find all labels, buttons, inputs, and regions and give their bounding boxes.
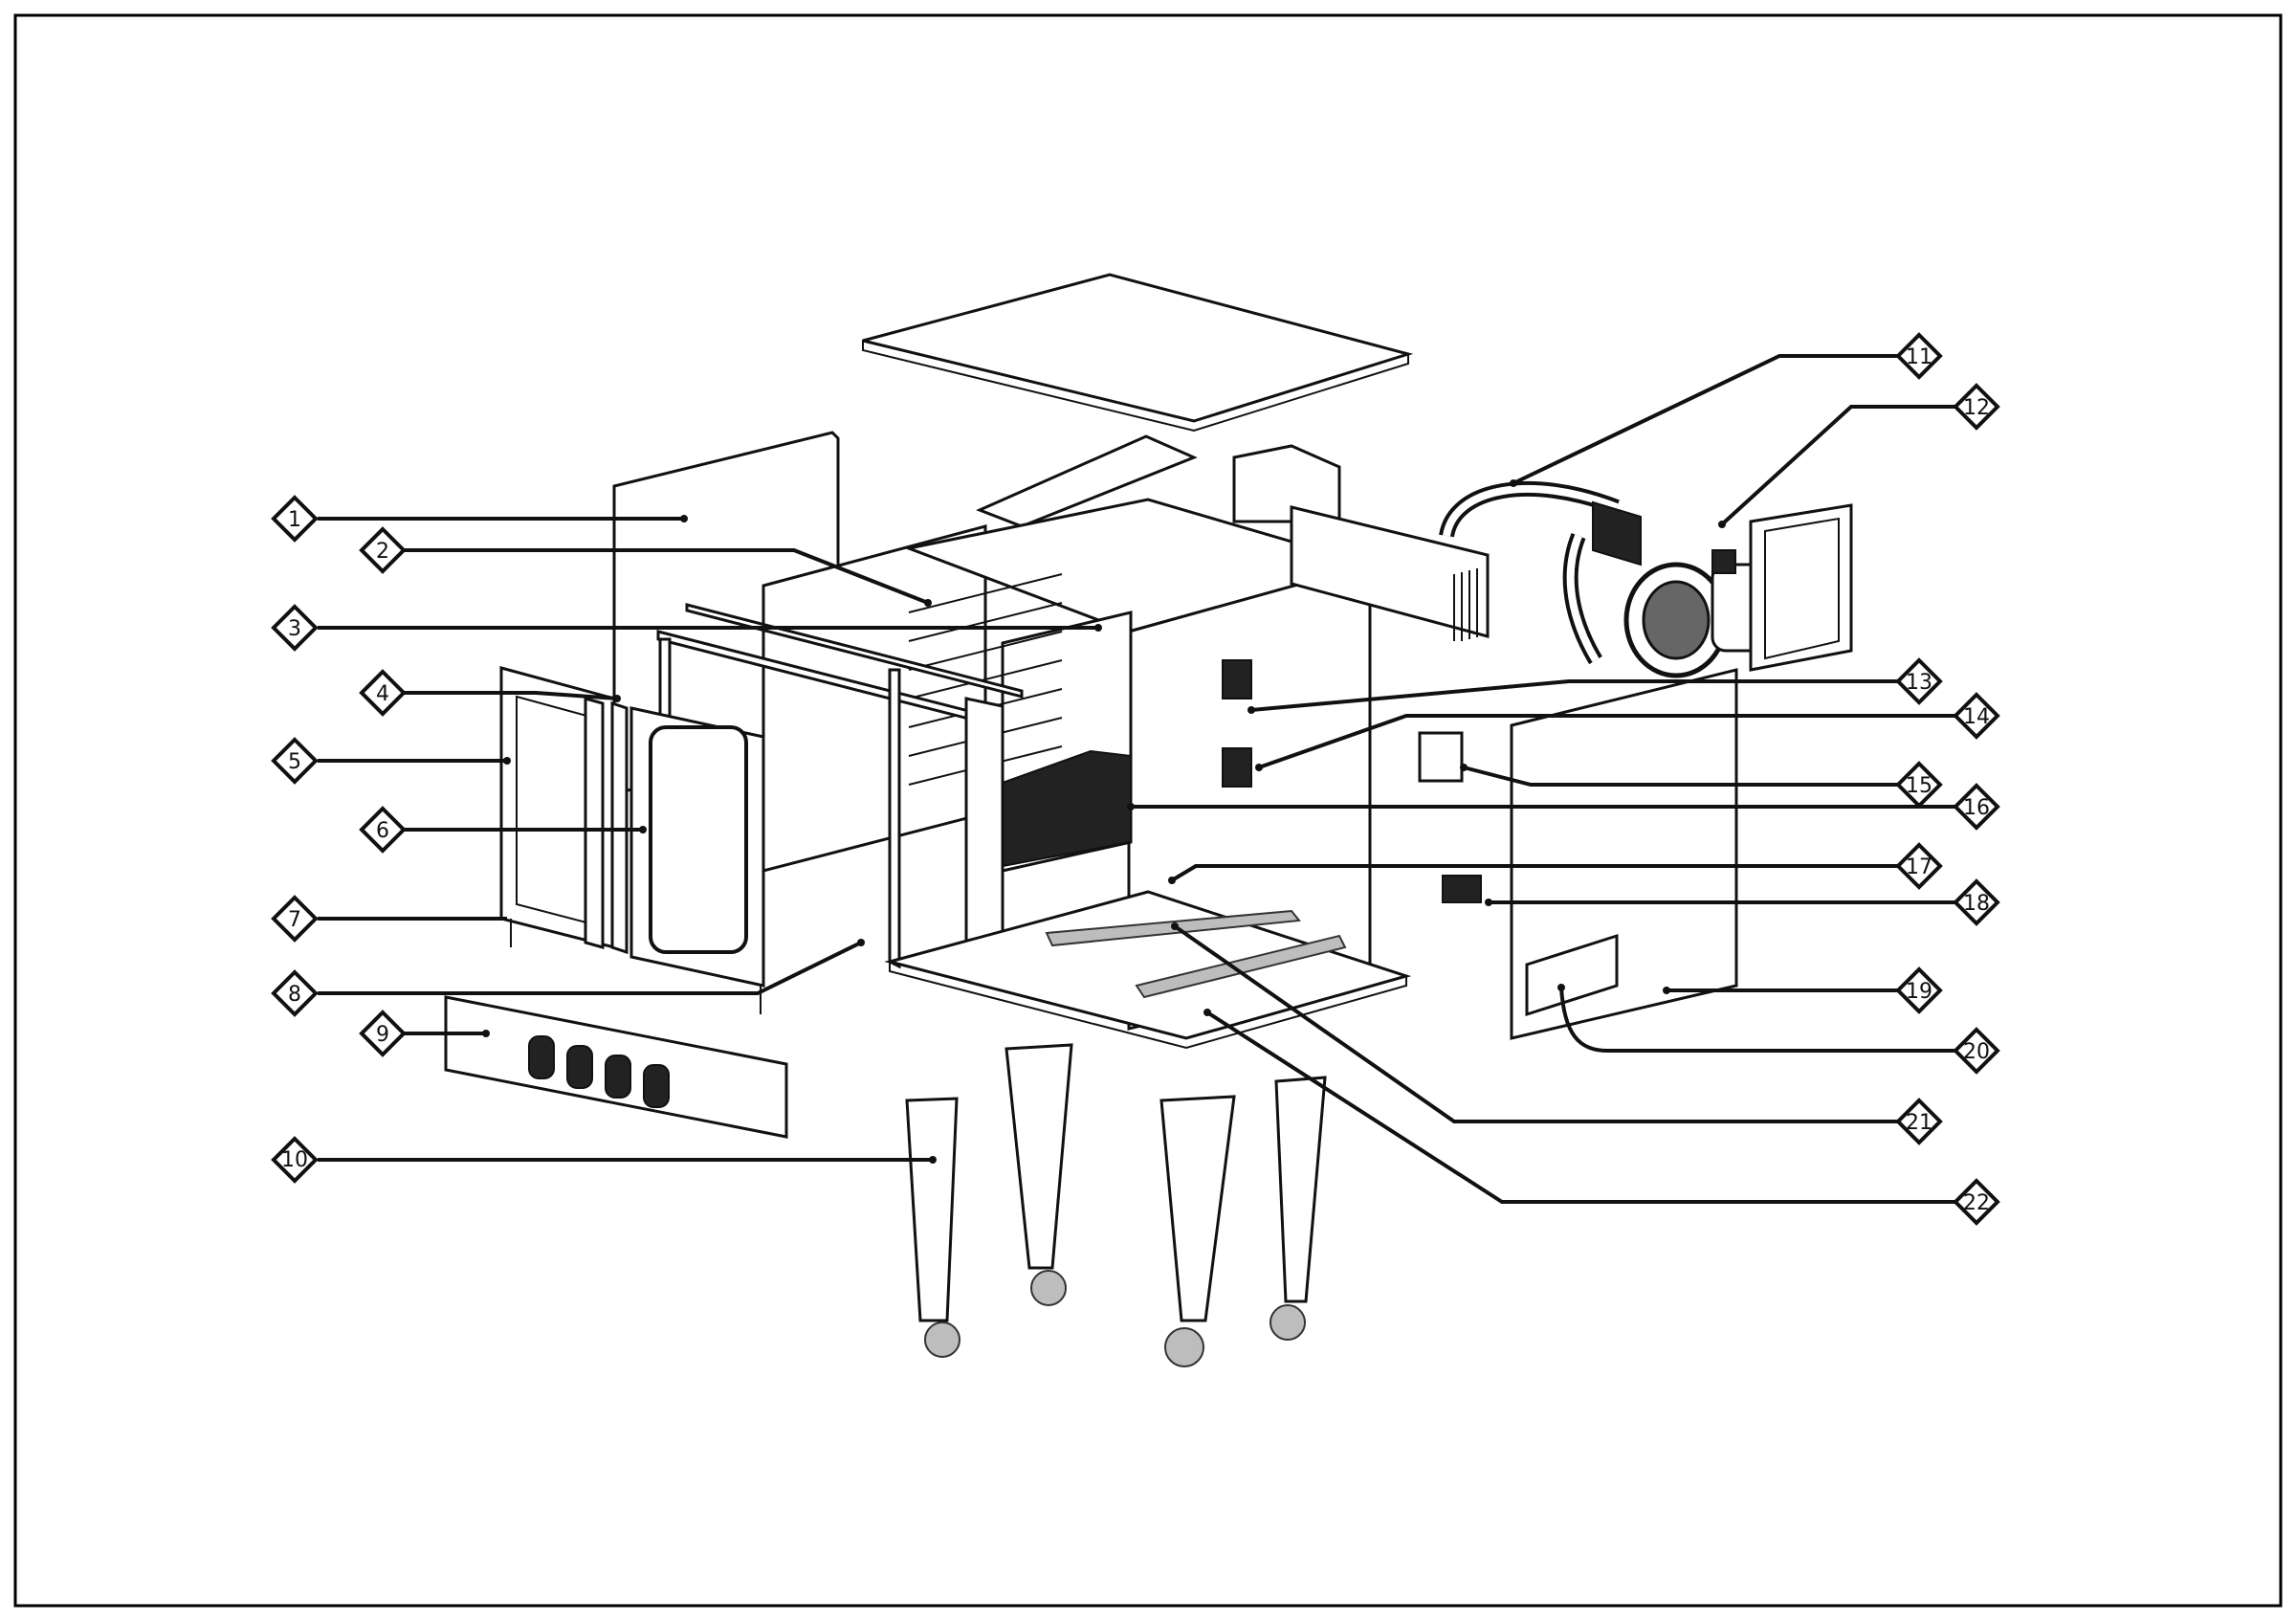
callouts: 1 2 3 4 5 6 — [271, 332, 2000, 1226]
callout-11: 11 — [1510, 332, 1943, 487]
svg-text:2: 2 — [376, 540, 389, 564]
top-strip — [976, 434, 1198, 528]
top-panel — [862, 273, 1414, 423]
callout-13: 13 — [1247, 657, 1943, 714]
access-cover — [1525, 933, 1619, 1017]
svg-text:13: 13 — [1906, 671, 1932, 695]
cabinet-back-frame — [762, 524, 987, 873]
svg-text:16: 16 — [1963, 796, 1990, 820]
callout-5: 5 — [271, 737, 511, 785]
kick-panel-louvers — [528, 1035, 670, 1108]
callout-8: 8 — [271, 939, 865, 1017]
callout-18: 18 — [1485, 878, 2000, 926]
right-side-panel — [1510, 668, 1738, 1040]
callout-10: 10 — [271, 1136, 937, 1184]
svg-text:17: 17 — [1906, 855, 1932, 879]
callout-19: 19 — [1663, 966, 1943, 1014]
callout-14: 14 — [1255, 692, 2000, 771]
callout-12: 12 — [1718, 383, 2000, 528]
callout-6: 6 — [359, 806, 647, 854]
svg-text:20: 20 — [1963, 1040, 1990, 1064]
svg-text:11: 11 — [1906, 345, 1932, 369]
svg-text:7: 7 — [288, 908, 301, 932]
svg-text:12: 12 — [1963, 396, 1990, 420]
page-frame — [13, 13, 2283, 1608]
callout-20: 20 — [1557, 984, 2000, 1075]
back-duct — [1290, 505, 1490, 638]
svg-text:21: 21 — [1906, 1111, 1932, 1135]
svg-text:3: 3 — [288, 617, 301, 641]
svg-text:1: 1 — [288, 508, 301, 532]
svg-text:5: 5 — [288, 750, 301, 774]
duct-louvers — [1453, 568, 1478, 641]
flue-box — [1232, 444, 1341, 523]
callout-7: 7 — [271, 895, 507, 943]
callout-16: 16 — [1127, 783, 2000, 831]
svg-text:8: 8 — [288, 983, 301, 1007]
svg-text:9: 9 — [376, 1023, 389, 1047]
legs — [905, 1043, 1327, 1367]
svg-text:15: 15 — [1906, 774, 1932, 798]
callout-22: 22 — [1203, 1009, 2000, 1226]
ignition-module — [1418, 731, 1464, 783]
callout-21: 21 — [1171, 922, 1943, 1145]
callout-1: 1 — [271, 495, 688, 543]
callout-4: 4 — [359, 669, 621, 717]
svg-text:22: 22 — [1963, 1191, 1990, 1215]
callout-17: 17 — [1168, 842, 1943, 890]
control-switch-upper — [1222, 659, 1252, 699]
svg-text:10: 10 — [281, 1148, 308, 1172]
svg-text:18: 18 — [1963, 892, 1990, 916]
callout-2: 2 — [359, 526, 932, 607]
svg-text:6: 6 — [376, 819, 389, 843]
callout-3: 3 — [271, 604, 1102, 652]
svg-text:19: 19 — [1906, 980, 1932, 1004]
control-switch-lower — [1222, 747, 1252, 788]
svg-text:14: 14 — [1963, 705, 1990, 729]
svg-text:4: 4 — [376, 682, 389, 706]
oven-assembly — [444, 273, 1853, 1367]
callout-9: 9 — [359, 1010, 490, 1057]
terminal-block — [1442, 875, 1482, 903]
callout-15: 15 — [1460, 761, 1943, 809]
